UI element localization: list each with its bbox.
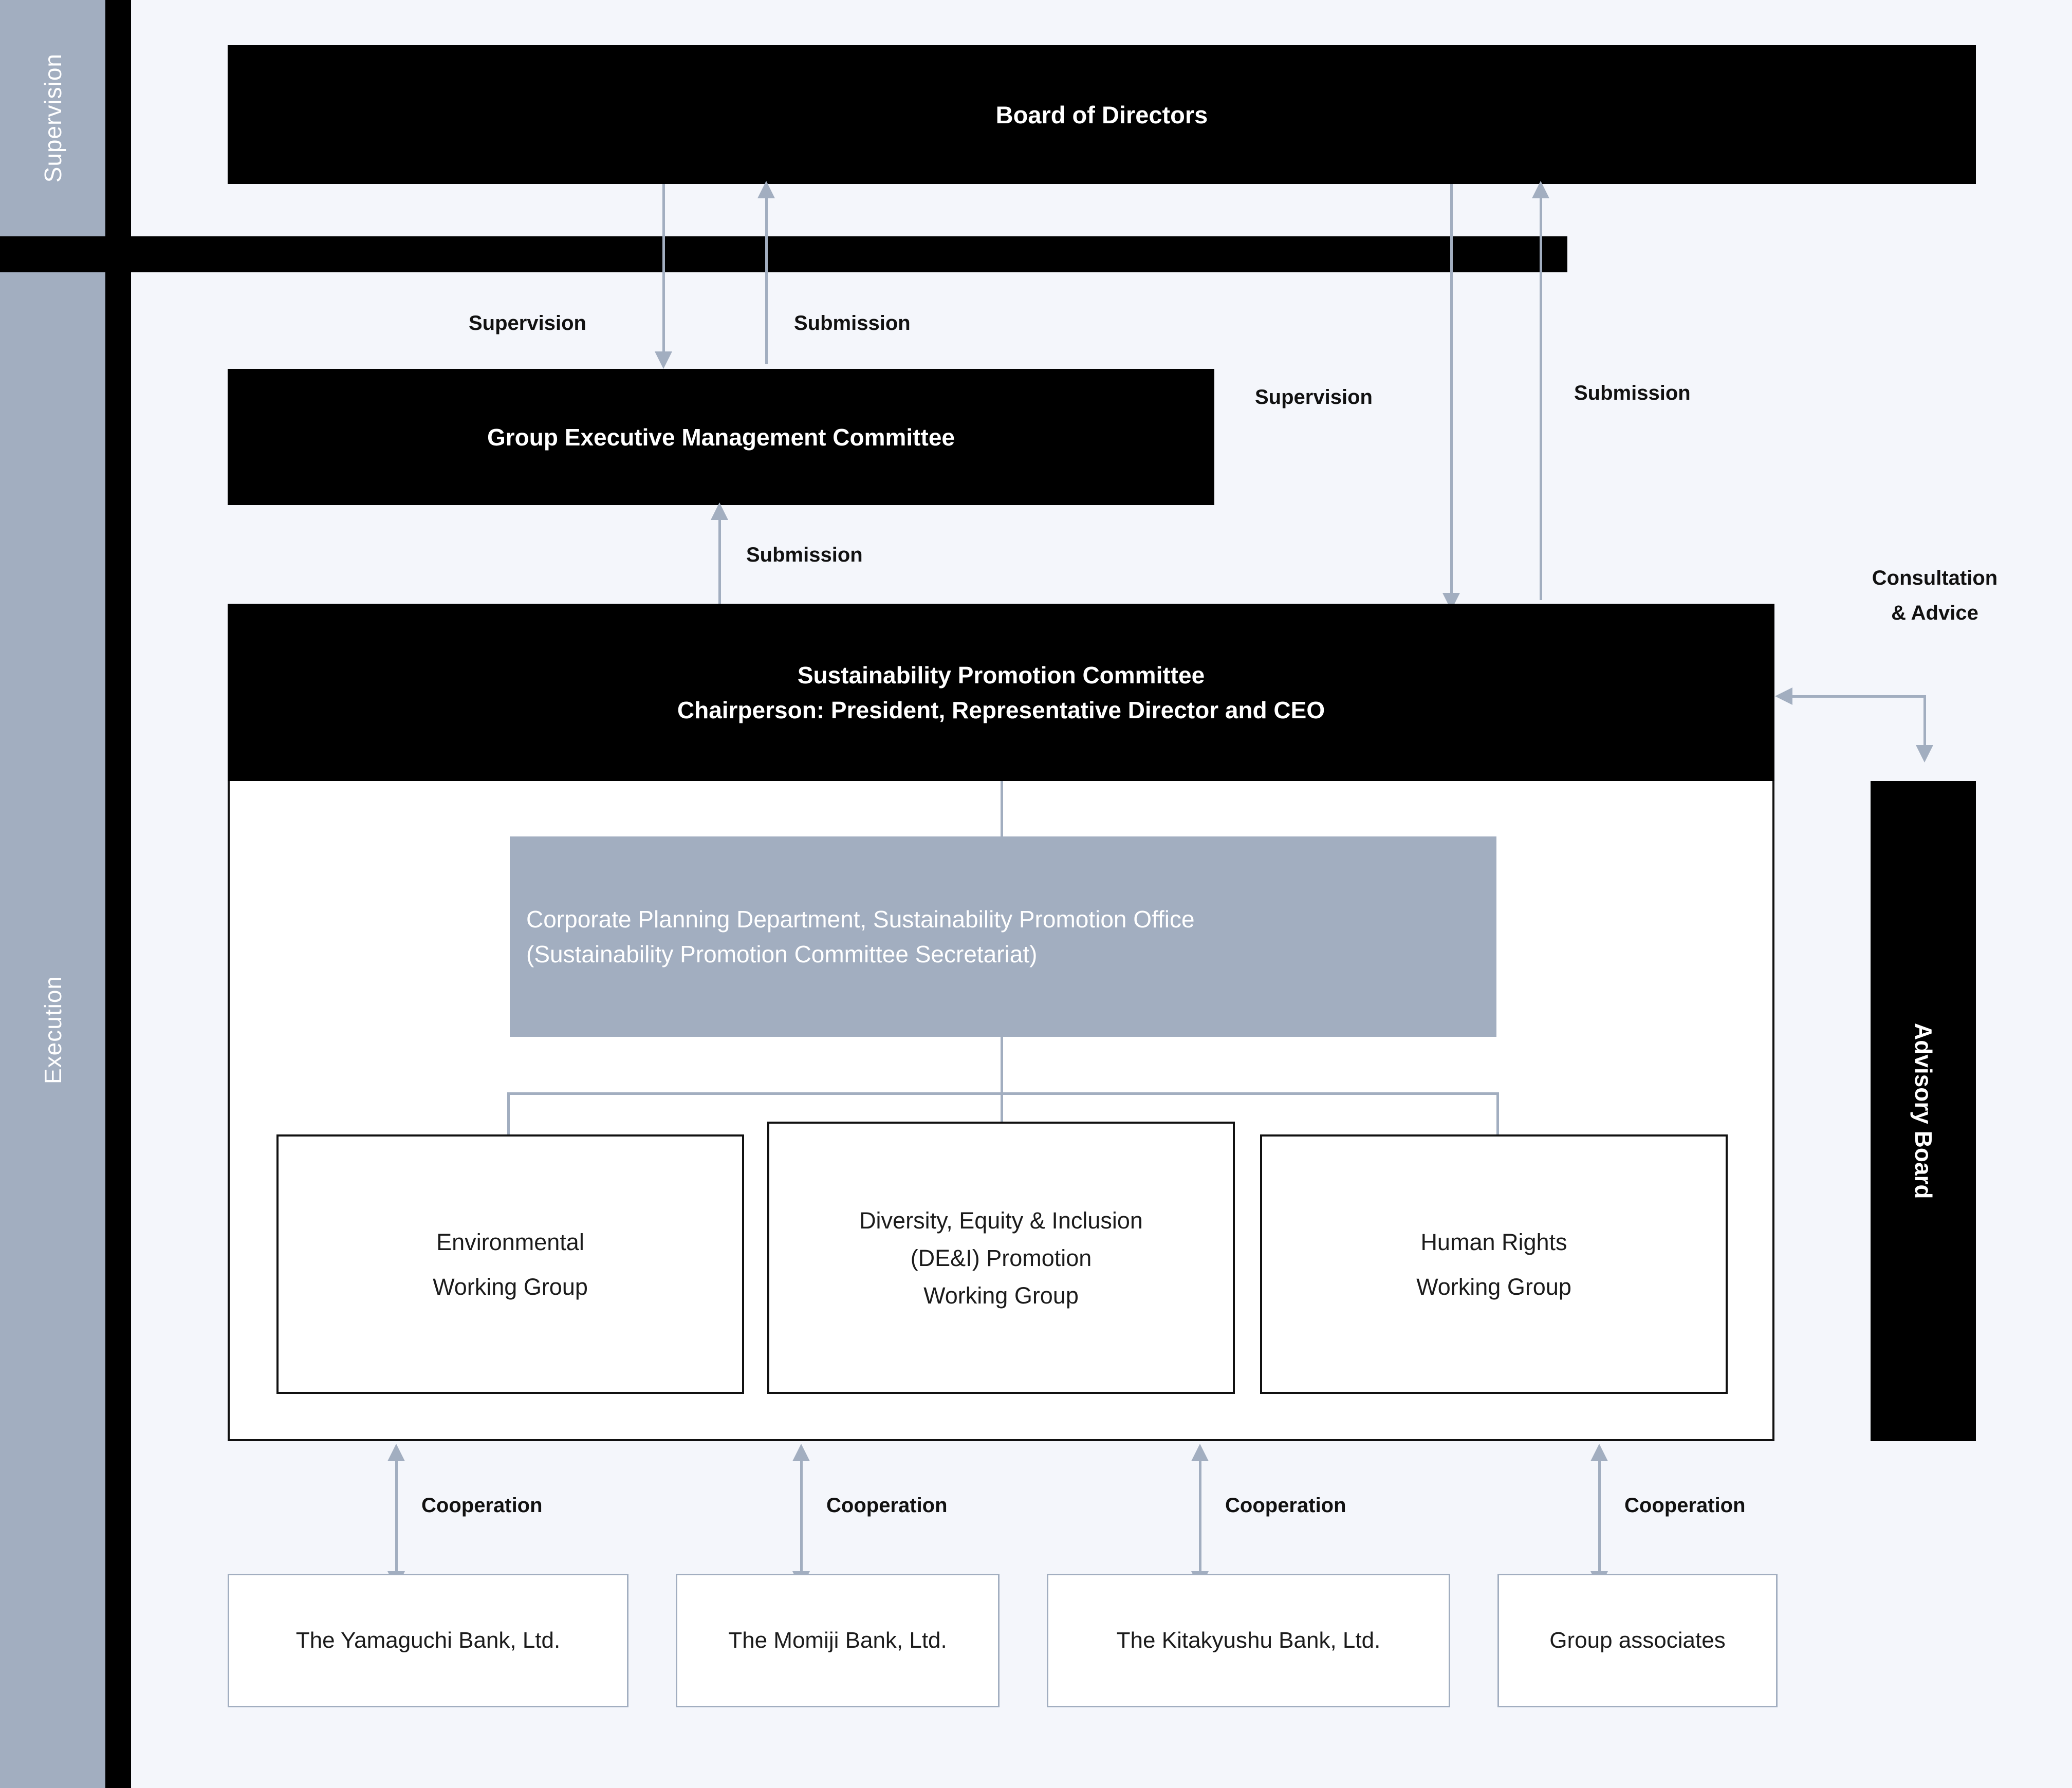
entity-2-label: The Kitakyushu Bank, Ltd. xyxy=(1116,1628,1381,1653)
connector-cooperation-0-line xyxy=(395,1458,398,1574)
advisory-board-label: Advisory Board xyxy=(1910,1023,1937,1199)
entity-1-label: The Momiji Bank, Ltd. xyxy=(728,1628,947,1653)
flow-label-consultation-advice: Consultation & Advice xyxy=(1832,565,2038,626)
rail-execution-label: Execution xyxy=(39,976,66,1085)
connector-supervision-right-line xyxy=(1450,184,1453,595)
section-divider-band xyxy=(0,236,1567,272)
connector-consultation-vertical xyxy=(1923,695,1926,747)
connector-submission-left-arrowhead xyxy=(757,181,775,198)
flow-label-cooperation-0: Cooperation xyxy=(421,1494,543,1517)
flow-label-supervision-right: Supervision xyxy=(1255,386,1373,408)
connector-branch-environmental xyxy=(507,1092,510,1136)
working-group-0-line-2: Working Group xyxy=(433,1273,588,1300)
connector-cooperation-1-arrowhead-up xyxy=(792,1444,810,1461)
sustainability-committee-title: Sustainability Promotion Committee xyxy=(797,661,1205,688)
node-board-of-directors[interactable]: Board of Directors xyxy=(228,45,1976,184)
board-of-directors-label: Board of Directors xyxy=(995,101,1208,128)
advisory-board-text: Advisory Board xyxy=(1910,1023,1937,1199)
secretariat-line-1: Corporate Planning Department, Sustainab… xyxy=(526,906,1195,933)
node-advisory-board[interactable]: Advisory Board xyxy=(1871,781,1976,1441)
node-entity-kitakyushu-bank[interactable]: The Kitakyushu Bank, Ltd. xyxy=(1047,1574,1450,1707)
entity-0-label: The Yamaguchi Bank, Ltd. xyxy=(295,1628,561,1653)
connector-supervision-left-line xyxy=(662,184,665,353)
connector-cooperation-0-arrowhead-up xyxy=(387,1444,405,1461)
node-entity-yamaguchi-bank[interactable]: The Yamaguchi Bank, Ltd. xyxy=(228,1574,628,1707)
flow-label-cooperation-3: Cooperation xyxy=(1624,1494,1746,1517)
connector-committee-to-secretariat xyxy=(1001,781,1003,837)
connector-submission-mid-arrowhead xyxy=(711,502,728,520)
connector-submission-mid-line xyxy=(718,519,721,604)
node-entity-momiji-bank[interactable]: The Momiji Bank, Ltd. xyxy=(676,1574,1000,1707)
rail-supervision: Supervision xyxy=(0,0,105,236)
connector-cooperation-2-line xyxy=(1199,1458,1201,1574)
node-sustainability-promotion-office[interactable]: Corporate Planning Department, Sustainab… xyxy=(510,836,1496,1037)
connector-submission-right-arrowhead xyxy=(1532,181,1549,198)
flow-label-supervision-left: Supervision xyxy=(469,312,586,334)
connector-submission-right-line xyxy=(1540,194,1542,600)
connector-cooperation-2-arrowhead-up xyxy=(1191,1444,1209,1461)
connector-working-groups-bus xyxy=(507,1092,1499,1095)
connector-cooperation-1-line xyxy=(800,1458,803,1574)
connector-consultation-arrowhead-left xyxy=(1775,687,1792,705)
node-entity-group-associates[interactable]: Group associates xyxy=(1497,1574,1778,1707)
connector-consultation-horizontal xyxy=(1792,695,1925,698)
connector-cooperation-3-arrowhead-up xyxy=(1590,1444,1608,1461)
rail-spine xyxy=(105,0,131,1788)
node-working-group-dei[interactable]: Diversity, Equity & Inclusion (DE&I) Pro… xyxy=(767,1122,1235,1394)
connector-supervision-left-arrowhead xyxy=(655,351,672,369)
node-sustainability-promotion-committee[interactable]: Sustainability Promotion Committee Chair… xyxy=(228,604,1774,781)
node-group-executive-management-committee[interactable]: Group Executive Management Committee xyxy=(228,369,1214,505)
group-executive-management-committee-label: Group Executive Management Committee xyxy=(487,423,955,451)
consultation-line-1: Consultation xyxy=(1872,567,1998,589)
flow-label-submission-mid: Submission xyxy=(746,544,863,566)
secretariat-line-2: (Sustainability Promotion Committee Secr… xyxy=(526,941,1038,967)
rail-supervision-label: Supervision xyxy=(39,53,66,183)
connector-cooperation-3-line xyxy=(1598,1458,1601,1574)
working-group-1-line-2: (DE&I) Promotion xyxy=(910,1244,1092,1271)
working-group-2-line-2: Working Group xyxy=(1416,1273,1571,1300)
working-group-1-line-1: Diversity, Equity & Inclusion xyxy=(859,1207,1143,1234)
working-group-2-line-1: Human Rights xyxy=(1420,1228,1567,1255)
consultation-line-2: & Advice xyxy=(1891,602,1978,624)
flow-label-submission-left: Submission xyxy=(794,312,911,334)
flow-label-cooperation-2: Cooperation xyxy=(1225,1494,1346,1517)
node-working-group-human-rights[interactable]: Human Rights Working Group xyxy=(1260,1134,1728,1394)
flow-label-submission-right: Submission xyxy=(1574,382,1691,404)
entity-3-label: Group associates xyxy=(1549,1628,1726,1653)
node-working-group-environmental[interactable]: Environmental Working Group xyxy=(276,1134,744,1394)
connector-branch-human-rights xyxy=(1496,1092,1499,1136)
connector-secretariat-stem xyxy=(1001,1037,1003,1093)
connector-branch-dei xyxy=(1001,1092,1003,1136)
connector-submission-left-line xyxy=(765,194,768,364)
rail-execution: Execution xyxy=(0,272,105,1788)
flow-label-cooperation-1: Cooperation xyxy=(826,1494,948,1517)
working-group-0-line-1: Environmental xyxy=(436,1228,584,1255)
sustainability-committee-chairperson: Chairperson: President, Representative D… xyxy=(677,696,1325,723)
connector-consultation-arrowhead-down xyxy=(1916,745,1933,762)
working-group-1-line-3: Working Group xyxy=(923,1282,1079,1309)
